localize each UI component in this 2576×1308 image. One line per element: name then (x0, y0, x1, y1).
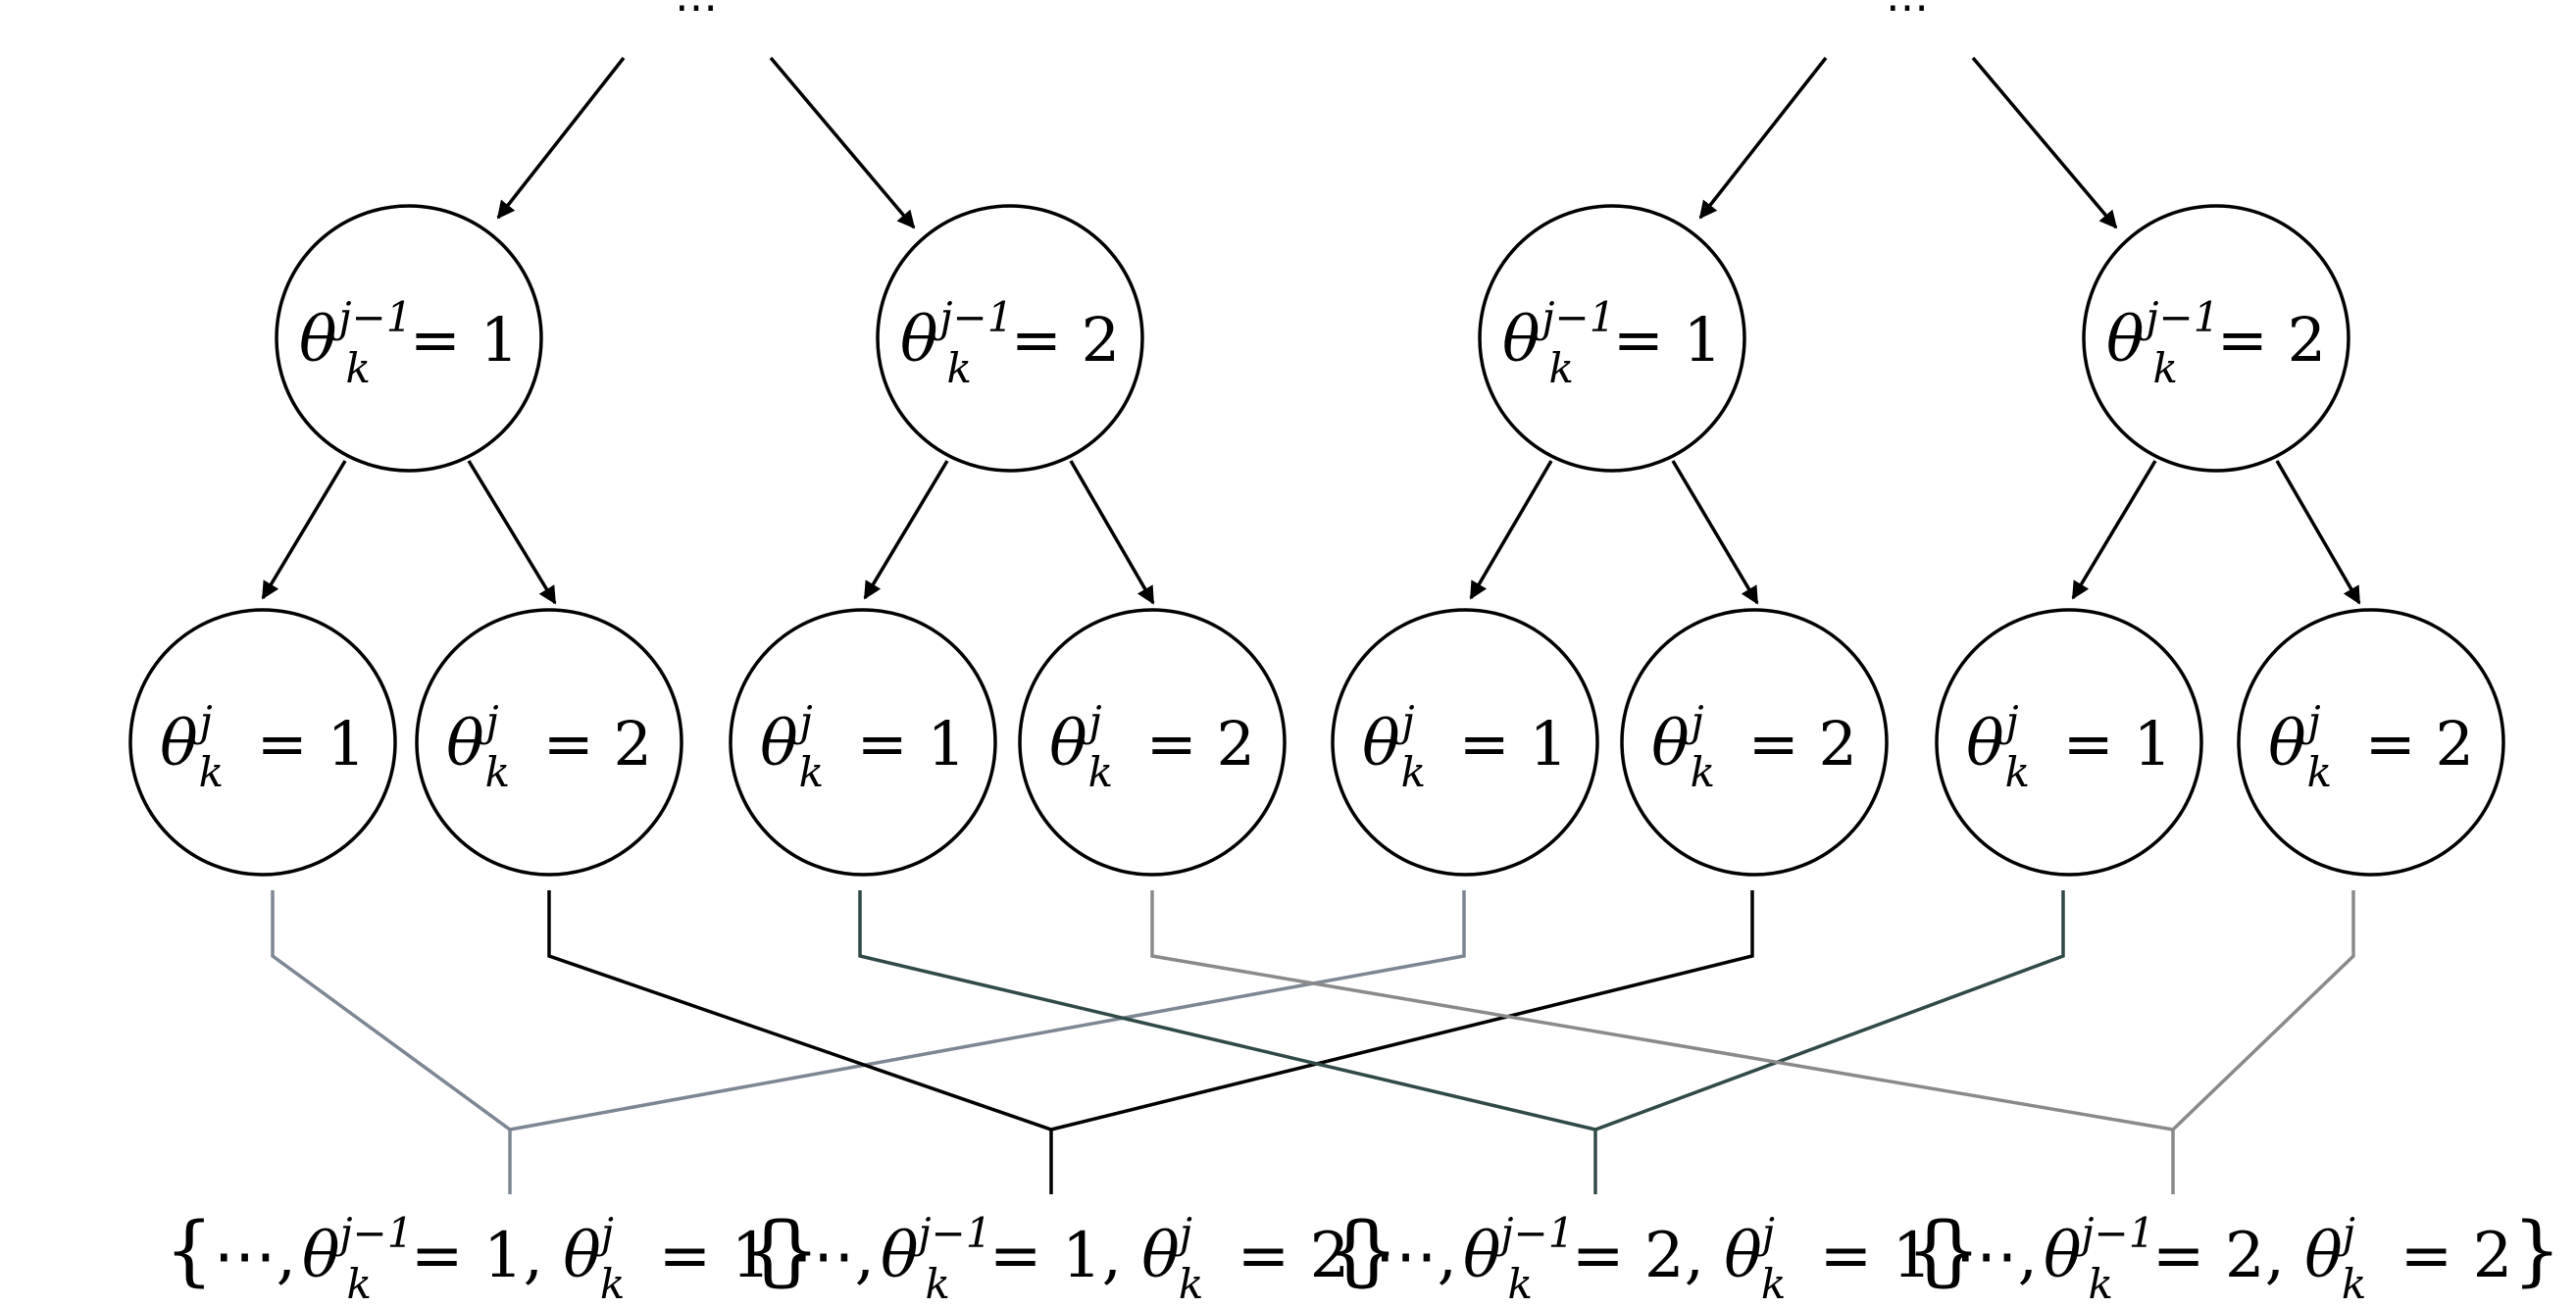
svg-text:θjk = 1: θjk = 1 (1966, 697, 2172, 796)
svg-text:{⋯,θj−1k= 2, θjk = 2}: {⋯,θj−1k= 2, θjk = 2} (1906, 1207, 2561, 1308)
child-arrows (261, 460, 2361, 605)
svg-text:θjk = 2: θjk = 2 (446, 697, 652, 796)
svg-text:θjk = 2: θjk = 2 (1049, 697, 1255, 796)
incoming-arrows (496, 56, 2118, 229)
svg-text:θj−1k= 2: θj−1k= 2 (900, 293, 1120, 392)
svg-text:{⋯,θj−1k= 2, θjk = 1}: {⋯,θj−1k= 2, θjk = 1} (1326, 1207, 1981, 1308)
arrow-p3-c5 (1469, 460, 1553, 600)
top-ellipsis-left: ⋯ (675, 0, 718, 32)
arrow-p1-c1 (261, 460, 347, 600)
connector-set-1 (271, 890, 1466, 1132)
svg-text:θjk = 2: θjk = 2 (2268, 697, 2474, 796)
svg-text:θjk = 1: θjk = 1 (160, 697, 366, 796)
svg-text:θjk = 1: θjk = 1 (760, 697, 966, 796)
svg-text:{⋯,θj−1k= 1, θjk = 1}: {⋯,θj−1k= 1, θjk = 1} (165, 1207, 820, 1308)
svg-text:θj−1k= 1: θj−1k= 1 (1502, 293, 1722, 392)
svg-text:θj−1k= 1: θj−1k= 1 (299, 293, 519, 392)
arrow-p4-c8 (2275, 460, 2361, 605)
arrow-in-parent-1 (496, 56, 626, 220)
top-ellipsis-right: ⋯ (1886, 0, 1929, 32)
arrow-p4-c7 (2071, 460, 2157, 600)
svg-text:θjk = 2: θjk = 2 (1651, 697, 1857, 796)
arrow-in-parent-3 (1698, 56, 1828, 220)
arrow-p3-c6 (1671, 460, 1759, 605)
arrow-in-parent-4 (1971, 56, 2118, 229)
arrow-p1-c2 (467, 460, 557, 605)
arrow-p2-c3 (863, 460, 949, 600)
arrow-in-parent-2 (769, 56, 916, 229)
outcome-connectors (271, 890, 2355, 1194)
svg-text:{⋯,θj−1k= 1, θjk = 2}: {⋯,θj−1k= 1, θjk = 2} (743, 1207, 1398, 1308)
svg-text:θjk = 1: θjk = 1 (1362, 697, 1568, 796)
arrow-p2-c4 (1069, 460, 1155, 605)
svg-text:θj−1k= 2: θj−1k= 2 (2106, 293, 2326, 392)
